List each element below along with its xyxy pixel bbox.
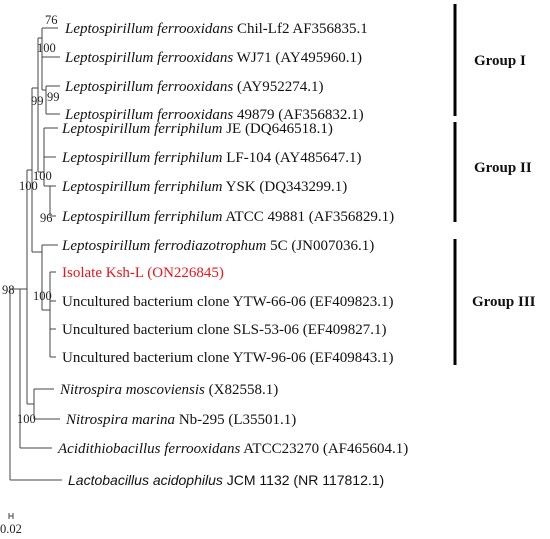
taxon-labels: Leptospirillum ferrooxidans Chil-Lf2 AF3… [57, 21, 408, 488]
taxon-label: Lactobacillus acidophilus JCM 1132 (NR 1… [68, 472, 384, 488]
taxon-label: Leptospirillum ferrooxidans (AY952274.1) [64, 79, 323, 95]
bootstrap-value: 76 [45, 13, 58, 27]
group-label: Group III [472, 294, 536, 310]
taxon-label: Leptospirillum ferrooxidans WJ71 (AY4959… [64, 50, 362, 66]
taxon-label: Leptospirillum ferriphilum JE (DQ646518.… [61, 121, 333, 137]
scale-bar-label: 0.02 [0, 522, 22, 536]
taxon-label: Leptospirillum ferriphilum YSK (DQ343299… [61, 179, 347, 195]
group-label: Group I [474, 53, 526, 69]
bootstrap-value: 99 [31, 94, 44, 108]
bootstrap-value: 98 [2, 283, 15, 297]
group-label: Group II [474, 160, 532, 176]
taxon-label: Acidithiobacillus ferrooxidans ATCC23270… [57, 441, 408, 457]
taxon-label: Nitrospira marina Nb-295 (L35501.1) [65, 412, 296, 428]
taxon-label: Nitrospira moscoviensis (X82558.1) [59, 382, 278, 398]
taxon-label: Leptospirillum ferrooxidans Chil-Lf2 AF3… [64, 21, 368, 37]
taxon-label: Uncultured bacterium clone SLS-53-06 (EF… [62, 322, 387, 338]
taxon-label: Leptospirillum ferriphilum LF-104 (AY485… [61, 150, 361, 166]
bootstrap-value: 100 [33, 289, 52, 303]
bootstrap-value: 99 [47, 90, 60, 104]
bootstrap-value: 100 [33, 169, 52, 183]
scale-bar: 0.02 [0, 513, 22, 536]
group-brackets: Group I Group II Group III [453, 4, 536, 365]
bootstrap-value: 96 [40, 211, 53, 225]
bootstrap-value: 100 [37, 41, 56, 55]
taxon-label: Leptospirillum ferriphilum ATCC 49881 (A… [61, 209, 394, 225]
bootstrap-value: 100 [19, 179, 38, 193]
taxon-label: Uncultured bacterium clone YTW-96-06 (EF… [62, 350, 393, 366]
taxon-label: Uncultured bacterium clone YTW-66-06 (EF… [62, 294, 393, 310]
tree-branches [9, 27, 62, 481]
bootstrap-values: 76 100 99 99 100 96 100 100 98 100 [2, 13, 60, 426]
bootstrap-value: 100 [17, 412, 36, 426]
taxon-label: Leptospirillum ferrooxidans 49879 (AF356… [64, 107, 364, 123]
taxon-label: Isolate Ksh-L (ON226845) [62, 265, 224, 281]
taxon-label: Leptospirillum ferrodiazotrophum 5C (JN0… [61, 238, 374, 254]
